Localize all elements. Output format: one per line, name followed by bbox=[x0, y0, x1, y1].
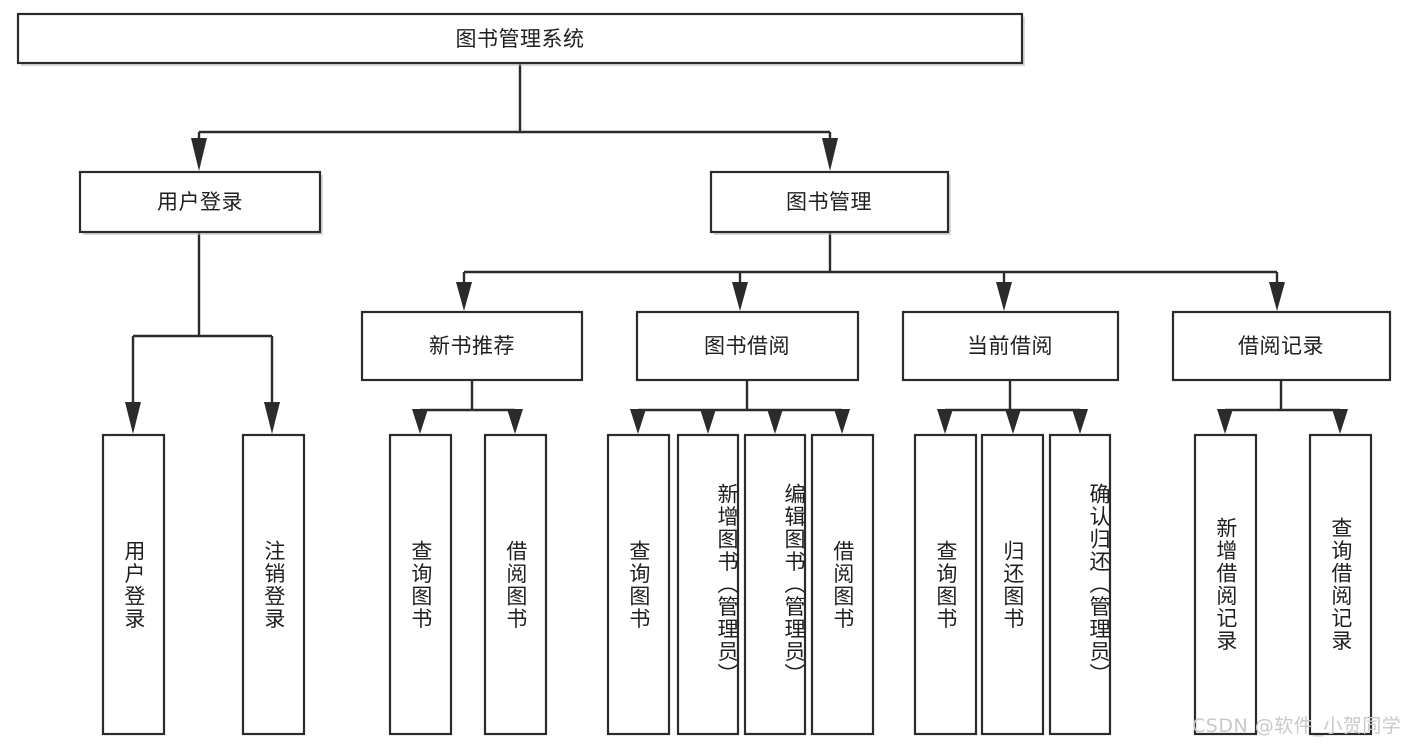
leaf-box-query-book-3[interactable] bbox=[913, 433, 978, 736]
leaf-box-add-book[interactable] bbox=[676, 433, 740, 736]
node-user-login-label: 用户登录 bbox=[157, 190, 243, 214]
arrow-head-leaf-borrow-book-2 bbox=[834, 409, 850, 434]
arrow-head-borrow-record bbox=[1269, 282, 1285, 311]
node-root-label: 图书管理系统 bbox=[456, 27, 585, 51]
node-user-login[interactable]: 用户登录 bbox=[78, 170, 323, 235]
arrow-head-leaf-edit-book bbox=[767, 409, 783, 434]
node-book-manage-box[interactable] bbox=[709, 170, 950, 234]
node-user-login-box[interactable] bbox=[78, 170, 322, 234]
arrow-head-new-book-rec bbox=[456, 282, 472, 311]
arrow-head-leaf-user-login bbox=[125, 402, 141, 434]
leaf-box-group bbox=[101, 433, 1373, 736]
node-new-book-recommend-box[interactable] bbox=[360, 310, 584, 382]
leaf-box-user-login[interactable] bbox=[101, 433, 166, 736]
node-book-borrow-label: 图书借阅 bbox=[704, 334, 790, 358]
arrow-head-leaf-logout bbox=[264, 402, 280, 434]
arrow-head-user-login bbox=[191, 138, 207, 171]
connector-group-borrow-record bbox=[1217, 380, 1348, 434]
node-book-manage-label: 图书管理 bbox=[786, 190, 872, 214]
arrow-head-leaf-add-book bbox=[700, 409, 716, 434]
leaf-box-borrow-book-1[interactable] bbox=[483, 433, 548, 736]
node-root[interactable]: 图书管理系统 bbox=[16, 12, 1025, 66]
connector-group-book-borrow bbox=[630, 380, 850, 434]
connector-group-root bbox=[191, 63, 838, 171]
connector-group-current-borrow bbox=[937, 380, 1088, 434]
connector-group-book-manage bbox=[456, 232, 1285, 311]
node-borrow-record-label: 借阅记录 bbox=[1238, 334, 1324, 358]
arrow-head-leaf-query-book-2 bbox=[630, 409, 646, 434]
node-current-borrow[interactable]: 当前借阅 bbox=[901, 310, 1120, 382]
arrow-head-leaf-query-book-3 bbox=[937, 409, 953, 434]
leaf-box-add-borrow-record[interactable] bbox=[1193, 433, 1258, 736]
arrow-head-current-borrow bbox=[996, 282, 1012, 311]
leaf-box-logout[interactable] bbox=[241, 433, 306, 736]
leaf-box-query-book-1[interactable] bbox=[388, 433, 453, 736]
node-new-book-recommend-label: 新书推荐 bbox=[429, 334, 515, 358]
arrow-head-book-manage bbox=[822, 138, 838, 171]
node-current-borrow-box[interactable] bbox=[901, 310, 1120, 382]
leaf-box-return-book[interactable] bbox=[980, 433, 1045, 736]
node-root-box[interactable] bbox=[16, 12, 1024, 65]
arrow-head-leaf-add-record bbox=[1217, 409, 1233, 434]
leaf-box-query-book-2[interactable] bbox=[606, 433, 671, 736]
leaf-box-borrow-book-2[interactable] bbox=[810, 433, 875, 736]
leaf-box-confirm-return[interactable] bbox=[1048, 433, 1112, 736]
arrow-head-leaf-query-record bbox=[1332, 409, 1348, 434]
node-book-borrow[interactable]: 图书借阅 bbox=[635, 310, 860, 382]
node-new-book-recommend[interactable]: 新书推荐 bbox=[360, 310, 584, 382]
arrow-head-leaf-confirm-return bbox=[1072, 409, 1088, 434]
node-book-manage[interactable]: 图书管理 bbox=[709, 170, 951, 235]
arrow-head-leaf-return-book bbox=[1005, 409, 1021, 434]
arrow-head-book-borrow bbox=[732, 282, 748, 311]
connector-group-new-book-rec bbox=[412, 380, 523, 434]
csdn-watermark: CSDN @软件_小贺同学 bbox=[1192, 715, 1402, 737]
leaf-box-edit-book[interactable] bbox=[743, 433, 807, 736]
connector-group-user-login bbox=[125, 232, 280, 434]
node-borrow-record[interactable]: 借阅记录 bbox=[1171, 310, 1392, 382]
node-current-borrow-label: 当前借阅 bbox=[967, 334, 1053, 358]
node-book-borrow-box[interactable] bbox=[635, 310, 860, 382]
leaf-box-query-borrow-record[interactable] bbox=[1308, 433, 1373, 736]
arrow-head-leaf-borrow-book-1 bbox=[507, 409, 523, 434]
node-borrow-record-box[interactable] bbox=[1171, 310, 1392, 382]
arrow-head-leaf-query-book-1 bbox=[412, 409, 428, 434]
